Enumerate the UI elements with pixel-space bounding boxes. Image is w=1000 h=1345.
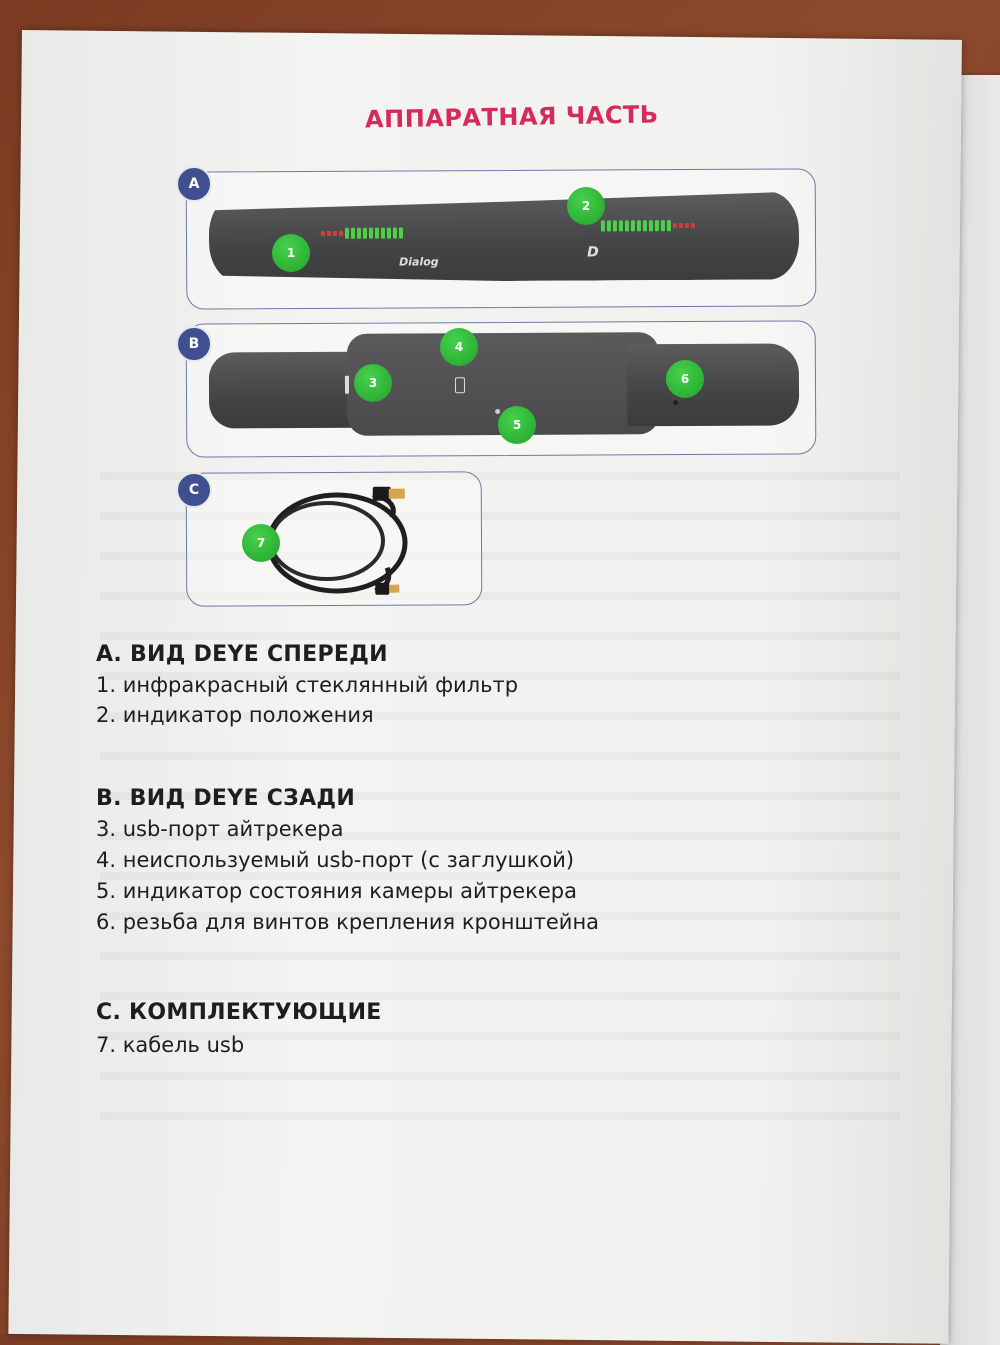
section-accessories-heading: С. КОМПЛЕКТУЮЩИЕ xyxy=(96,1000,382,1025)
camera-status-led xyxy=(495,409,501,415)
device-back-right xyxy=(626,343,800,427)
section-back-item-6: 6. резьба для винтов крепления кронштейн… xyxy=(96,910,600,934)
deye-logo: D xyxy=(587,244,599,261)
section-front-item-1: 1. инфракрасный стеклянный фильтр xyxy=(96,673,519,697)
section-back-item-3: 3. usb-порт айтрекера xyxy=(96,817,344,841)
bleed-through xyxy=(100,440,900,1140)
usb-cable-image xyxy=(266,486,408,595)
section-back: В. ВИД DEYE СЗАДИ 3. usb-порт айтрекера … xyxy=(96,786,599,934)
badge-3-usb-port: 3 xyxy=(354,364,392,402)
panel-accessories xyxy=(185,471,483,607)
dialog-logo: Dialog xyxy=(399,255,439,269)
badge-7-usb-cable: 7 xyxy=(242,524,280,562)
section-back-heading: В. ВИД DEYE СЗАДИ xyxy=(96,786,356,811)
position-indicator-right xyxy=(600,220,695,232)
badge-6-screw-thread: 6 xyxy=(666,360,704,398)
panel-back-view xyxy=(185,320,817,458)
section-accessories: С. КОМПЛЕКТУЮЩИЕ 7. кабель usb xyxy=(96,1000,382,1057)
badge-2-position-indicator: 2 xyxy=(567,187,605,225)
position-indicator-left xyxy=(320,227,403,239)
badge-1-ir-filter: 1 xyxy=(272,234,310,272)
panel-letter-b: B xyxy=(176,326,212,362)
unused-usb-port xyxy=(454,377,466,394)
badge-5-camera-status: 5 xyxy=(498,406,536,444)
section-back-item-4: 4. неиспользуемый usb-порт (с заглушкой) xyxy=(96,848,575,872)
section-front: А. ВИД DEYE СПЕРЕДИ 1. инфракрасный стек… xyxy=(96,642,518,727)
usb-port-slot xyxy=(344,375,350,394)
panel-letter-c: C xyxy=(176,472,212,508)
section-front-item-2: 2. индикатор положения xyxy=(96,703,374,727)
panel-letter-a: A xyxy=(176,166,212,202)
section-front-heading: А. ВИД DEYE СПЕРЕДИ xyxy=(96,642,388,667)
badge-4-unused-usb-port: 4 xyxy=(440,328,478,366)
section-accessories-item-7: 7. кабель usb xyxy=(96,1033,245,1057)
page-title: АППАРАТНАЯ ЧАСТЬ xyxy=(364,100,659,134)
section-back-item-5: 5. индикатор состояния камеры айтрекера xyxy=(96,879,577,903)
screw-thread-hole xyxy=(673,400,679,406)
